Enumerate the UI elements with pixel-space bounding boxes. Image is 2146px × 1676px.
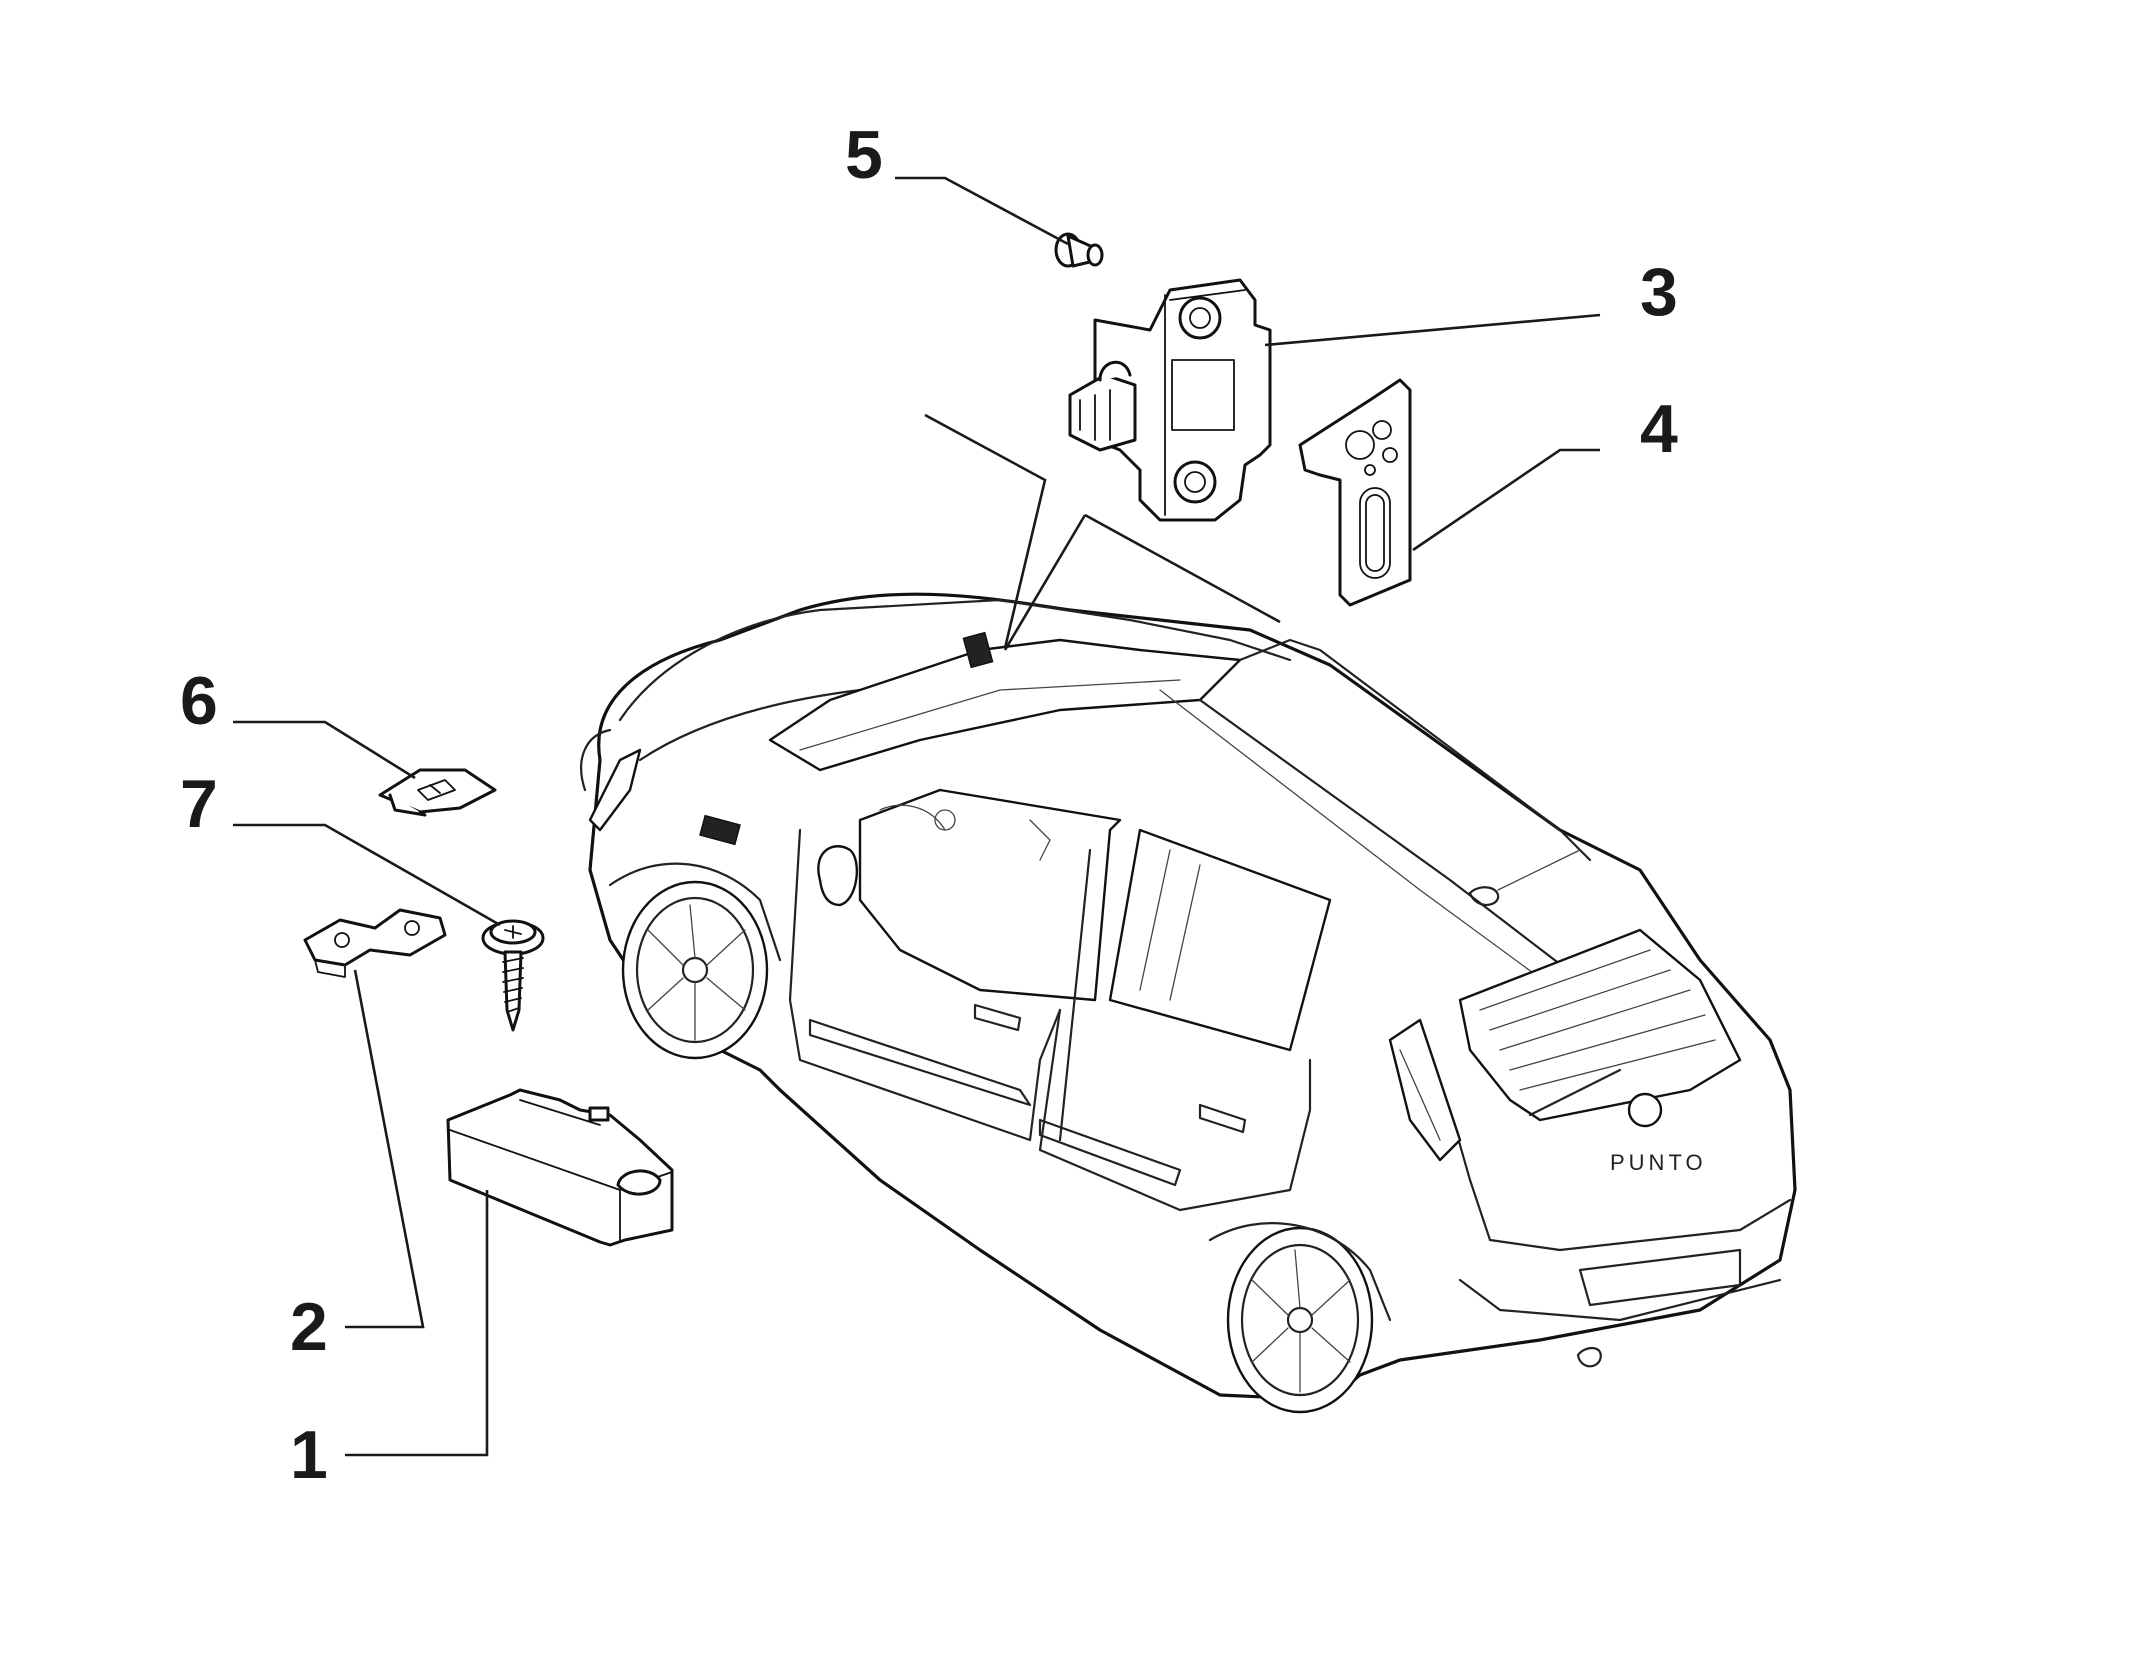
leader-5 [895, 176, 1069, 246]
leader-1 [345, 1190, 489, 1457]
callout-4: 4 [1640, 391, 1678, 467]
leader-3 [1264, 313, 1601, 347]
leader-module-to-car-a [924, 413, 1047, 649]
car-illustration: PUNTO [580, 592, 1797, 1414]
callout-3: 3 [1640, 254, 1678, 330]
leader-2 [345, 969, 425, 1329]
leader-7 [233, 823, 501, 927]
leader-6 [233, 720, 416, 780]
model-badge-text: PUNTO [1610, 1150, 1707, 1175]
leader-module-to-car-b [1003, 514, 1087, 651]
callout-6: 6 [180, 663, 218, 739]
part-2-bracket [303, 908, 447, 978]
part-4-bracket [1298, 378, 1412, 607]
leader-lines [233, 176, 1601, 1457]
module-location-marker-rear [962, 631, 994, 669]
rear-wheel [1208, 1222, 1392, 1414]
front-wheel [608, 862, 782, 1060]
part-6-clip [378, 768, 497, 817]
leader-4 [1412, 448, 1600, 552]
module-location-marker-front [699, 814, 741, 846]
leader-module-to-car-c [1084, 513, 1281, 624]
callout-2: 2 [290, 1289, 328, 1365]
callout-numbers: 1 2 3 4 5 6 7 [180, 117, 1678, 1493]
callout-1: 1 [290, 1417, 328, 1493]
part-5-bolt [1054, 232, 1104, 268]
part-7-screw [481, 919, 545, 1032]
callout-7: 7 [180, 766, 218, 842]
callout-5: 5 [845, 117, 883, 193]
part-3-control-module [1068, 278, 1272, 522]
part-1-sensor-box [446, 1088, 674, 1247]
